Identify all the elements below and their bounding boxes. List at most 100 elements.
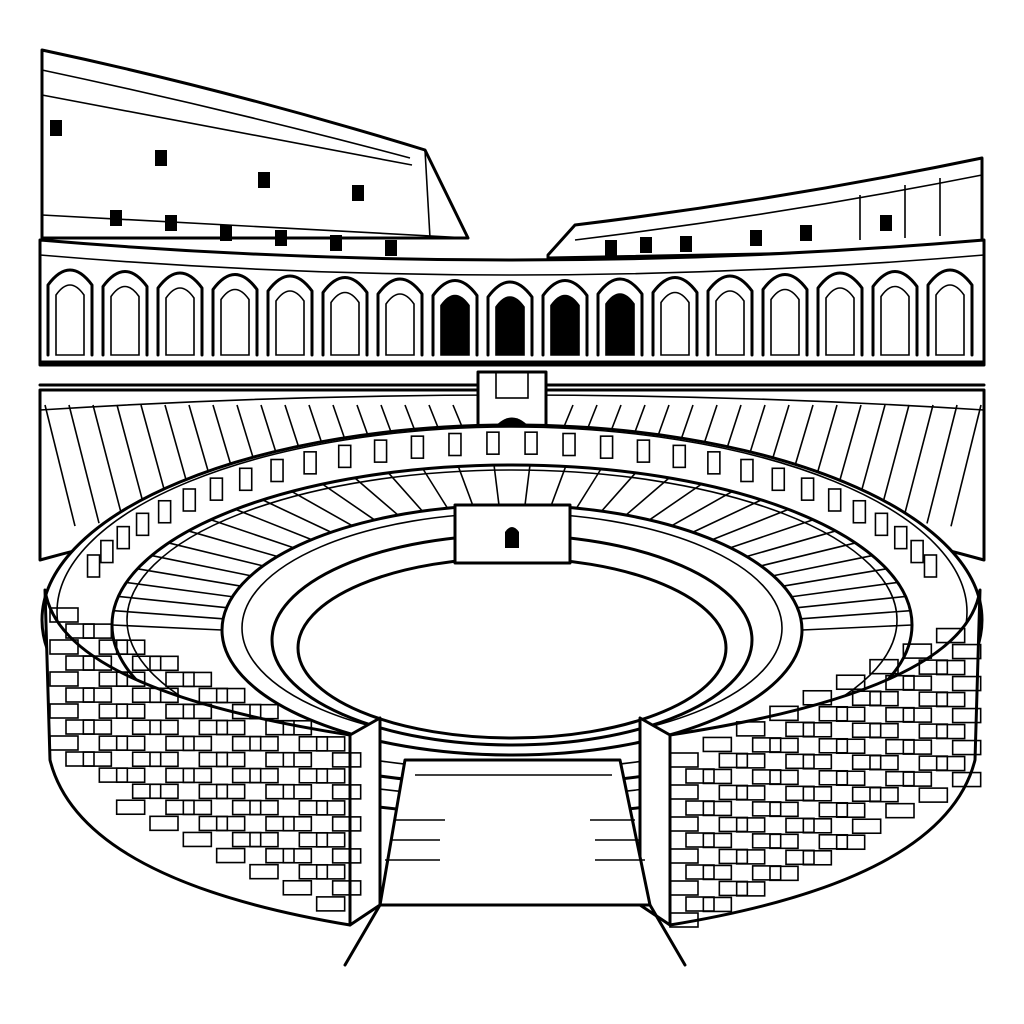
brick <box>149 719 179 736</box>
cell-divider <box>791 581 898 598</box>
cell-divider <box>801 624 913 631</box>
brick <box>231 799 262 816</box>
brick <box>115 767 146 784</box>
brick <box>331 752 362 768</box>
brick <box>165 767 195 784</box>
seat-step <box>68 404 100 524</box>
arch-opening <box>55 284 85 356</box>
wall-windows <box>50 120 892 256</box>
window <box>110 210 122 226</box>
cell-divider <box>648 483 703 521</box>
brick <box>902 771 933 787</box>
window <box>330 235 342 251</box>
brick <box>182 799 213 816</box>
brick <box>282 719 313 736</box>
brick <box>182 831 213 848</box>
wall-niche <box>524 431 538 455</box>
cell-divider <box>188 530 278 558</box>
brick <box>298 735 329 752</box>
wall-niche <box>740 458 754 483</box>
brick <box>149 751 179 768</box>
brick <box>82 655 113 671</box>
brick <box>149 687 179 704</box>
brick <box>735 753 766 769</box>
brick <box>115 799 146 816</box>
cell-divider <box>321 483 376 521</box>
brick <box>669 816 699 832</box>
brick <box>685 864 715 880</box>
wall-niche <box>672 444 687 469</box>
brick <box>49 735 79 751</box>
brick <box>65 751 95 767</box>
arch <box>596 277 644 357</box>
brick <box>149 815 179 832</box>
brick <box>935 627 966 644</box>
brick <box>98 639 129 655</box>
window <box>800 225 812 241</box>
brick <box>82 751 113 767</box>
brick <box>851 722 882 739</box>
brick <box>165 671 195 688</box>
seat-step <box>44 404 76 527</box>
cell-divider <box>783 567 887 587</box>
brick <box>198 687 229 704</box>
brick <box>298 863 329 880</box>
brick <box>215 783 246 800</box>
brick <box>282 815 313 832</box>
arch-opening <box>440 294 470 356</box>
brick <box>265 815 295 832</box>
brick <box>249 799 279 816</box>
arena-floor <box>296 556 728 740</box>
arch-opening <box>825 287 855 356</box>
brick <box>951 643 982 660</box>
brick <box>951 739 982 756</box>
arch-opening <box>275 290 305 356</box>
brick <box>869 754 899 771</box>
brick <box>802 753 833 770</box>
brick <box>835 674 866 691</box>
arch <box>101 270 149 357</box>
brick <box>49 703 79 719</box>
brick <box>918 755 949 771</box>
brick <box>182 767 213 784</box>
brick <box>182 735 213 752</box>
cell-divider <box>550 466 567 507</box>
brick <box>735 817 766 833</box>
brick <box>869 722 899 739</box>
window <box>605 240 617 256</box>
brick <box>215 687 246 704</box>
brick <box>902 675 933 691</box>
wall-niche <box>893 525 908 550</box>
brick <box>951 707 982 724</box>
brick <box>851 818 882 835</box>
wall-niche <box>135 512 150 537</box>
brick-courses <box>49 607 982 928</box>
entrance-path <box>343 758 687 967</box>
cell-divider <box>291 490 353 527</box>
brick <box>685 800 715 816</box>
brick <box>835 802 866 819</box>
wall-niche <box>270 458 284 483</box>
brick <box>851 754 882 771</box>
brick <box>315 896 346 912</box>
brick <box>718 848 749 865</box>
window <box>352 185 364 201</box>
arch <box>541 279 589 357</box>
brick <box>718 880 749 897</box>
brick <box>282 847 313 864</box>
seat-step <box>950 404 982 527</box>
brick <box>315 864 346 880</box>
brick <box>331 880 362 896</box>
brick <box>718 752 749 769</box>
brick <box>802 721 833 738</box>
brick <box>851 786 882 803</box>
brick <box>885 738 915 755</box>
window <box>680 236 692 252</box>
brick <box>265 751 295 768</box>
brick <box>685 896 715 912</box>
arcade-arches <box>46 268 974 357</box>
wall-niche <box>337 444 352 469</box>
cell-divider <box>601 472 637 512</box>
wall-niche <box>874 512 889 537</box>
brick <box>702 864 733 881</box>
